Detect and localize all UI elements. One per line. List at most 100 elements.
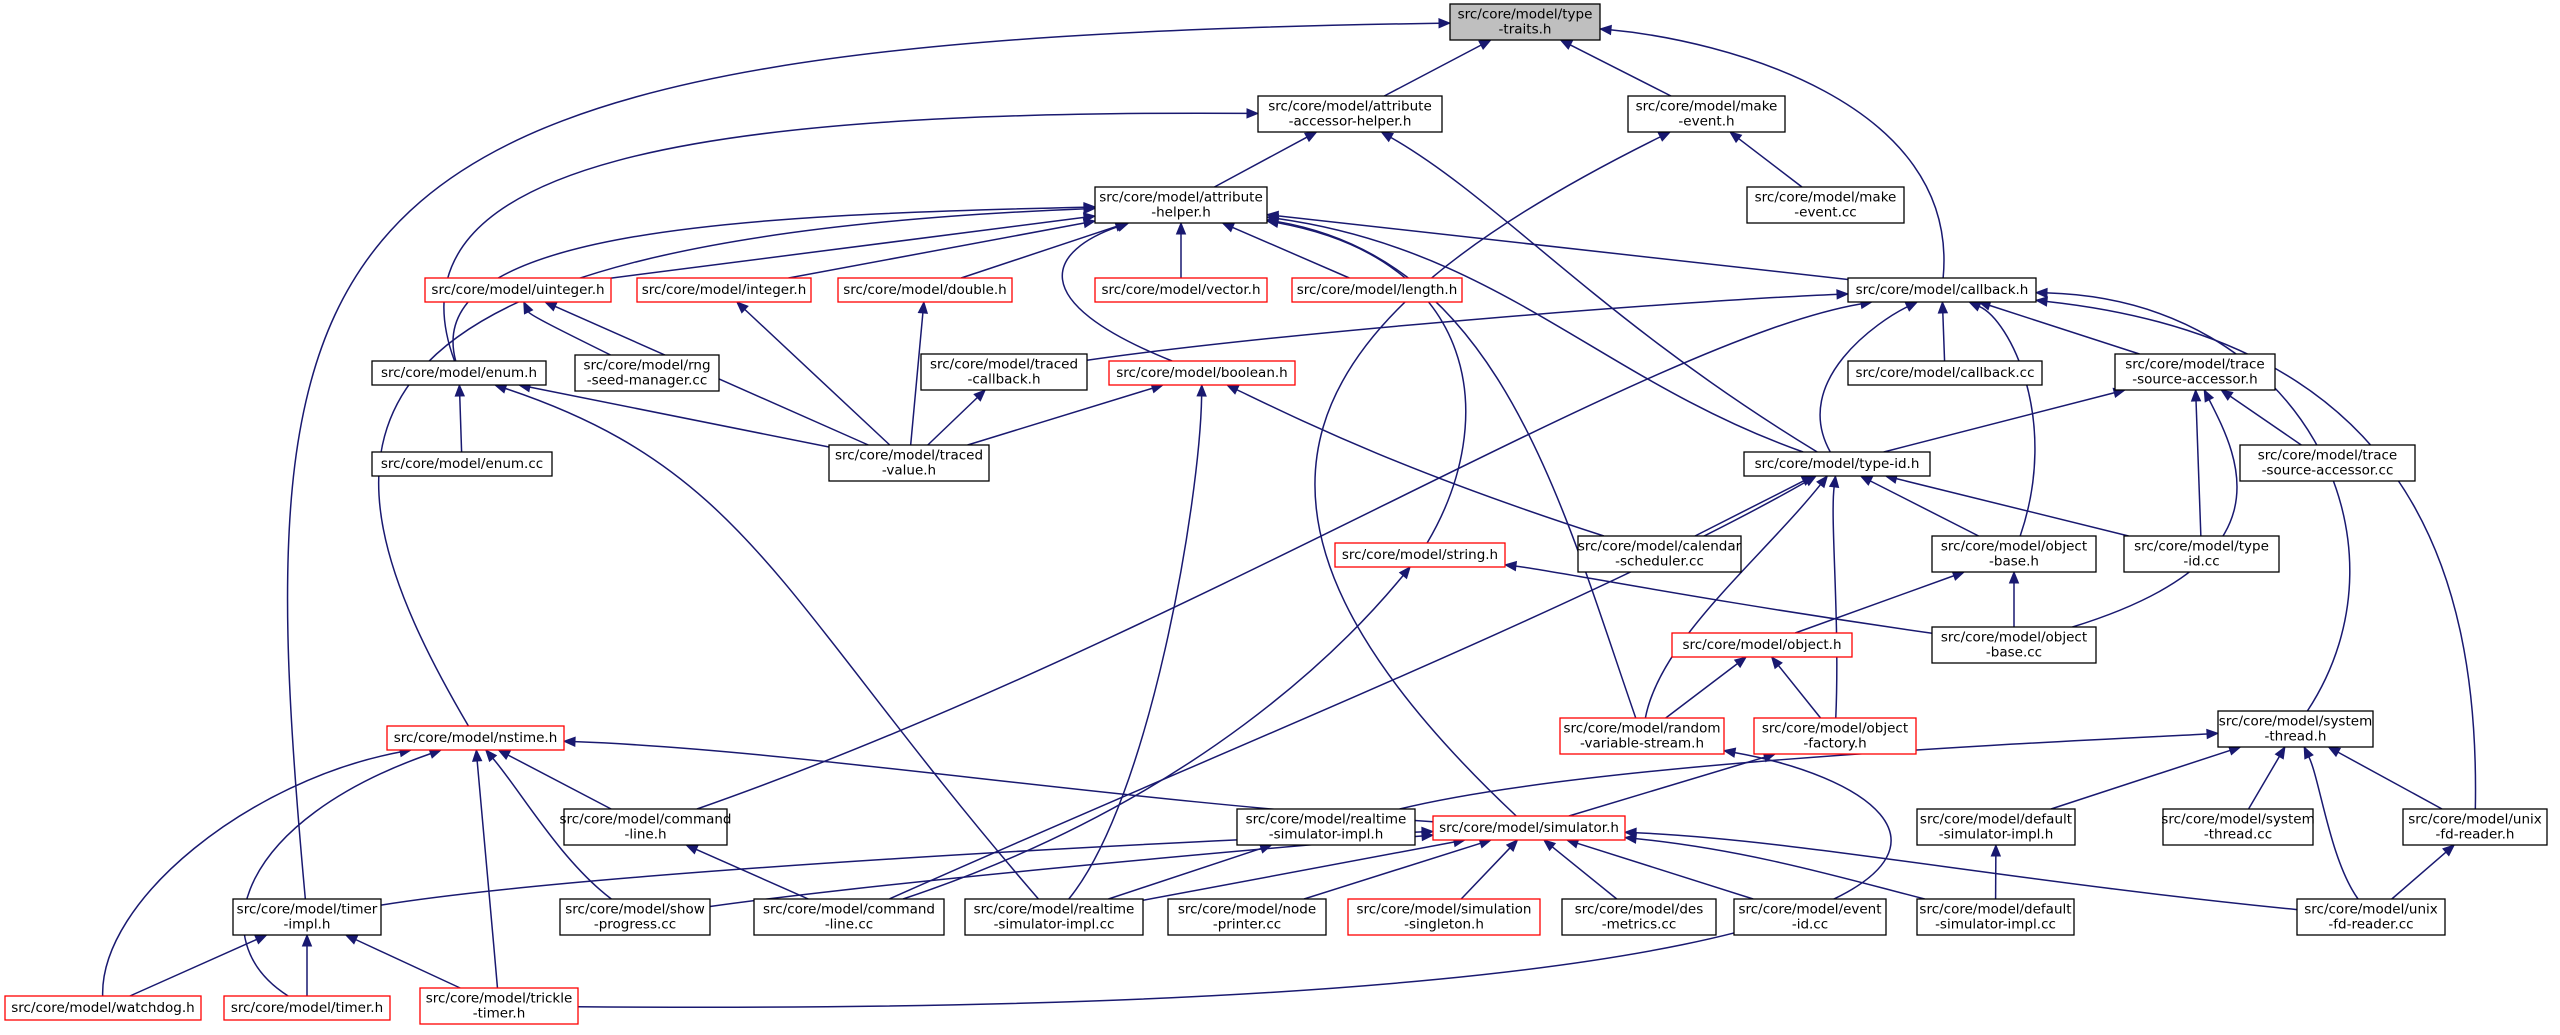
node-box[interactable]: [1432, 815, 1626, 841]
node-box[interactable]: [1847, 277, 2037, 303]
node-unix-fd-reader-h[interactable]: src/core/model/unix-fd-reader.h: [2402, 808, 2548, 846]
node-box[interactable]: [828, 444, 990, 482]
node-trickle-timer-h[interactable]: src/core/model/trickle-timer.h: [419, 987, 579, 1025]
node-simulator-h[interactable]: src/core/model/simulator.h: [1432, 815, 1626, 841]
node-box[interactable]: [1743, 451, 1931, 477]
node-box[interactable]: [1916, 808, 2076, 846]
node-box[interactable]: [837, 277, 1013, 303]
node-enum-h[interactable]: src/core/model/enum.h: [371, 360, 547, 386]
node-box[interactable]: [386, 725, 565, 751]
node-type-id-cc[interactable]: src/core/model/type-id.cc: [2123, 535, 2280, 573]
node-box[interactable]: [1108, 360, 1296, 386]
node-trace-source-accessor-h[interactable]: src/core/model/trace-source-accessor.h: [2114, 353, 2276, 391]
node-box[interactable]: [371, 451, 553, 477]
node-box[interactable]: [1449, 3, 1601, 41]
node-box[interactable]: [1753, 717, 1917, 755]
node-des-metrics-cc[interactable]: src/core/model/des-metrics.cc: [1561, 898, 1717, 936]
node-string-h[interactable]: src/core/model/string.h: [1334, 542, 1506, 568]
node-length-h[interactable]: src/core/model/length.h: [1291, 277, 1463, 303]
node-box[interactable]: [1931, 535, 2097, 573]
node-box[interactable]: [559, 898, 711, 936]
node-box[interactable]: [574, 354, 720, 392]
node-watchdog-h[interactable]: src/core/model/watchdog.h: [4, 995, 202, 1021]
node-uinteger-h[interactable]: src/core/model/uinteger.h: [424, 277, 612, 303]
node-default-simulator-impl-h[interactable]: src/core/model/default-simulator-impl.h: [1916, 808, 2076, 846]
node-command-line-h[interactable]: src/core/model/command-line.h: [559, 808, 732, 846]
node-box[interactable]: [1347, 898, 1541, 936]
node-box[interactable]: [1931, 626, 2097, 664]
node-box[interactable]: [1334, 542, 1506, 568]
node-box[interactable]: [1236, 808, 1416, 846]
node-box[interactable]: [1577, 535, 1742, 573]
node-type-id-h[interactable]: src/core/model/type-id.h: [1743, 451, 1931, 477]
node-object-h[interactable]: src/core/model/object.h: [1671, 632, 1853, 658]
node-box[interactable]: [1291, 277, 1463, 303]
node-box[interactable]: [1257, 95, 1443, 133]
node-attribute-helper-h[interactable]: src/core/model/attribute-helper.h: [1094, 186, 1268, 224]
node-object-factory-h[interactable]: src/core/model/object-factory.h: [1753, 717, 1917, 755]
node-timer-h[interactable]: src/core/model/timer.h: [223, 995, 391, 1021]
node-timer-impl-h[interactable]: src/core/model/timer-impl.h: [232, 898, 382, 936]
node-realtime-simulator-impl-h[interactable]: src/core/model/realtime-simulator-impl.h: [1236, 808, 1416, 846]
node-unix-fd-reader-cc[interactable]: src/core/model/unix-fd-reader.cc: [2296, 898, 2446, 936]
node-node-printer-cc[interactable]: src/core/model/node-printer.cc: [1167, 898, 1327, 936]
node-system-thread-cc[interactable]: src/core/model/system-thread.cc: [2161, 808, 2315, 846]
node-vector-h[interactable]: src/core/model/vector.h: [1094, 277, 1268, 303]
node-double-h[interactable]: src/core/model/double.h: [837, 277, 1013, 303]
node-box[interactable]: [2296, 898, 2446, 936]
node-rng-seed-manager-cc[interactable]: src/core/model/rng-seed-manager.cc: [574, 354, 720, 392]
node-box[interactable]: [2217, 710, 2374, 748]
node-box[interactable]: [2123, 535, 2280, 573]
node-box[interactable]: [2162, 808, 2314, 846]
node-make-event-cc[interactable]: src/core/model/make-event.cc: [1746, 186, 1905, 224]
node-default-simulator-impl-cc[interactable]: src/core/model/default-simulator-impl.cc: [1916, 898, 2075, 936]
node-calendar-scheduler-cc[interactable]: src/core/model/calendar-scheduler.cc: [1577, 535, 1742, 573]
node-enum-cc[interactable]: src/core/model/enum.cc: [371, 451, 553, 477]
node-type-traits-h[interactable]: src/core/model/type-traits.h: [1449, 3, 1601, 41]
node-box[interactable]: [371, 360, 547, 386]
node-system-thread-h[interactable]: src/core/model/system-thread.h: [2217, 710, 2374, 748]
node-boolean-h[interactable]: src/core/model/boolean.h: [1108, 360, 1296, 386]
node-show-progress-cc[interactable]: src/core/model/show-progress.cc: [559, 898, 711, 936]
node-box[interactable]: [232, 898, 382, 936]
node-box[interactable]: [2239, 444, 2416, 482]
node-nstime-h[interactable]: src/core/model/nstime.h: [386, 725, 565, 751]
node-box[interactable]: [1167, 898, 1327, 936]
node-traced-value-h[interactable]: src/core/model/traced-value.h: [828, 444, 990, 482]
node-box[interactable]: [1671, 632, 1853, 658]
node-box[interactable]: [753, 898, 945, 936]
node-box[interactable]: [1847, 360, 2043, 386]
node-box[interactable]: [964, 898, 1144, 936]
node-simulation-singleton-h[interactable]: src/core/model/simulation-singleton.h: [1347, 898, 1541, 936]
node-box[interactable]: [920, 353, 1088, 391]
node-box[interactable]: [424, 277, 612, 303]
node-traced-callback-h[interactable]: src/core/model/traced-callback.h: [920, 353, 1088, 391]
node-box[interactable]: [1094, 277, 1268, 303]
node-box[interactable]: [1733, 898, 1887, 936]
node-box[interactable]: [1559, 717, 1725, 755]
node-callback-cc[interactable]: src/core/model/callback.cc: [1847, 360, 2043, 386]
node-object-base-h[interactable]: src/core/model/object-base.h: [1931, 535, 2097, 573]
node-attribute-accessor-helper-h[interactable]: src/core/model/attribute-accessor-helper…: [1257, 95, 1443, 133]
node-box[interactable]: [223, 995, 391, 1021]
node-box[interactable]: [4, 995, 202, 1021]
node-callback-h[interactable]: src/core/model/callback.h: [1847, 277, 2037, 303]
node-box[interactable]: [2402, 808, 2548, 846]
node-box[interactable]: [419, 987, 579, 1025]
node-command-line-cc[interactable]: src/core/model/command-line.cc: [753, 898, 945, 936]
node-box[interactable]: [1916, 898, 2075, 936]
node-box[interactable]: [636, 277, 812, 303]
node-box[interactable]: [1561, 898, 1717, 936]
node-box[interactable]: [2114, 353, 2276, 391]
node-random-variable-stream-h[interactable]: src/core/model/random-variable-stream.h: [1559, 717, 1725, 755]
node-event-id-cc[interactable]: src/core/model/event-id.cc: [1733, 898, 1887, 936]
node-realtime-simulator-impl-cc[interactable]: src/core/model/realtime-simulator-impl.c…: [964, 898, 1144, 936]
node-box[interactable]: [1094, 186, 1268, 224]
node-box[interactable]: [563, 808, 728, 846]
node-integer-h[interactable]: src/core/model/integer.h: [636, 277, 812, 303]
node-trace-source-accessor-cc[interactable]: src/core/model/trace-source-accessor.cc: [2239, 444, 2416, 482]
node-make-event-h[interactable]: src/core/model/make-event.h: [1627, 95, 1786, 133]
node-object-base-cc[interactable]: src/core/model/object-base.cc: [1931, 626, 2097, 664]
node-box[interactable]: [1746, 186, 1905, 224]
node-box[interactable]: [1627, 95, 1786, 133]
